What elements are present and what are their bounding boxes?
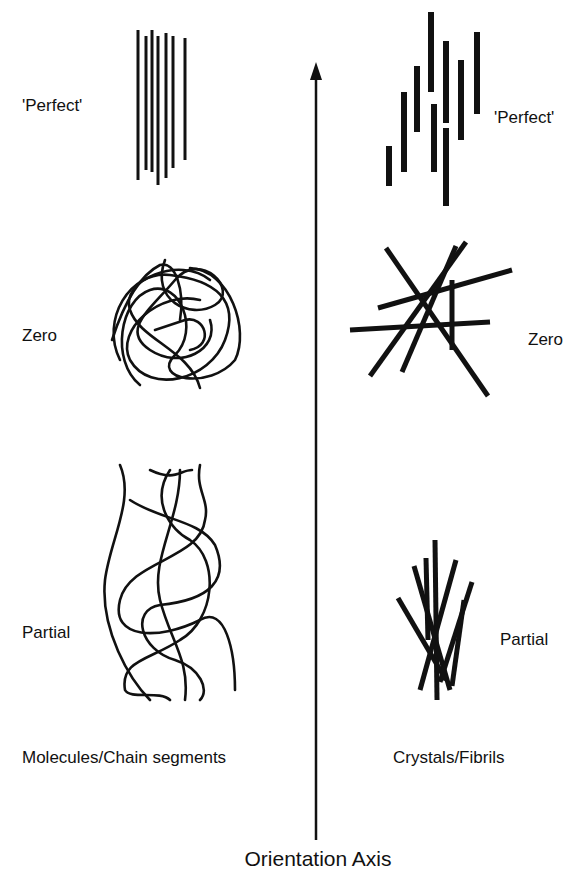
zero-chains [112,260,240,388]
column-caption: Molecules/Chain segments [22,748,226,768]
column-caption: Crystals/Fibrils [393,748,504,768]
orientation-level: Partial [22,623,70,643]
perfect-crystals [386,12,480,206]
axis-arrowhead [310,62,322,80]
zero-crystals [350,242,512,396]
orientation-level: Zero [22,326,57,346]
partial-chains [104,465,235,700]
orientation-axis [310,62,322,840]
axis-label: Orientation Axis [244,847,391,871]
orientation-level: 'Perfect' [22,96,82,116]
orientation-level: Zero [528,330,563,350]
orientation-level: 'Perfect' [494,108,554,128]
orientation-level: Partial [500,630,548,650]
axis-line [315,74,318,840]
perfect-chains [138,30,185,185]
partial-crystals [398,540,472,700]
